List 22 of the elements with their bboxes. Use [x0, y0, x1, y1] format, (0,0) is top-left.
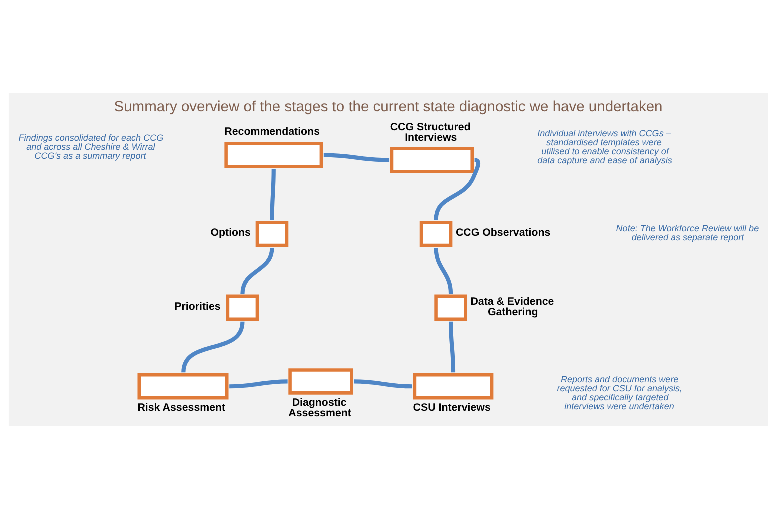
node-label: Data & Evidence Gathering	[470, 296, 554, 319]
connector	[240, 248, 274, 294]
connector	[324, 153, 390, 162]
connector	[270, 169, 276, 220]
connector	[449, 322, 456, 373]
node-label: Priorities	[174, 300, 221, 313]
connector	[434, 248, 454, 294]
connector	[434, 158, 480, 220]
label: Note: The Workforce Review will be delivered as separate report	[616, 223, 760, 242]
node-label: Options	[210, 227, 251, 240]
node-label: Risk Assessment	[138, 402, 226, 414]
node-label: CCG Structured Interviews	[390, 121, 471, 144]
label: Reports and documents were requested for CSU for analysis, and specifically targeted interviews were undertaken	[557, 374, 683, 412]
node-label: Recommendations	[224, 126, 320, 138]
connector	[354, 380, 413, 389]
label: Individual interviews with CCGs – standardised templates were utilised to enable consistency of data capture and ease of analysis	[538, 128, 672, 166]
node-label: CCG Observations	[456, 227, 551, 240]
node-label: CSU Interviews	[413, 402, 491, 414]
diagram-title: Summary overview of the stages to the current state diagnostic we have undertaken	[114, 99, 663, 116]
label: Findings consolidated for each CCG and across all Cheshire & Wirral CCG's as a summary report	[18, 132, 164, 161]
node-label: Diagnostic Assessment	[288, 396, 352, 420]
connector	[230, 380, 288, 389]
